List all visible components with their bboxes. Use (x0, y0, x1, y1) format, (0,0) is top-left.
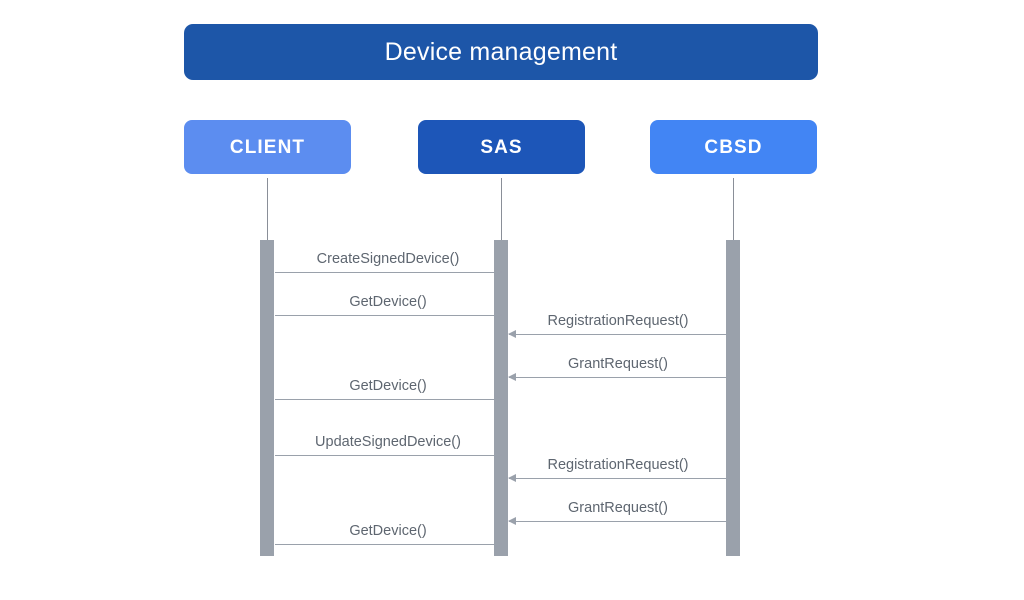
message-label-3: RegistrationRequest() (547, 312, 689, 329)
arrowhead-right-icon-1 (494, 268, 502, 276)
arrowhead-left-icon-8 (508, 517, 516, 525)
message-label-5: GetDevice() (349, 377, 427, 394)
arrowhead-left-icon-7 (508, 474, 516, 482)
arrowhead-right-icon-2 (494, 311, 502, 319)
activation-bar-cbsd (726, 240, 740, 556)
message-line-6 (275, 455, 501, 456)
lifeline-client (267, 178, 268, 258)
lifeline-sas (501, 178, 502, 258)
message-label-2: GetDevice() (349, 293, 427, 310)
message-line-1 (275, 272, 501, 273)
message-line-9 (275, 544, 501, 545)
arrowhead-right-icon-5 (494, 395, 502, 403)
participant-box-sas[interactable]: SAS (418, 120, 585, 174)
participant-box-cbsd[interactable]: CBSD (650, 120, 817, 174)
arrowhead-left-icon-4 (508, 373, 516, 381)
message-line-5 (275, 399, 501, 400)
message-label-6: UpdateSignedDevice() (315, 433, 461, 450)
lifeline-cbsd (733, 178, 734, 258)
page-title: Device management (384, 37, 618, 66)
diagram-title-banner: Device management (184, 24, 818, 80)
participant-box-client[interactable]: CLIENT (184, 120, 351, 174)
message-label-9: GetDevice() (349, 522, 427, 539)
activation-bar-client (260, 240, 274, 556)
message-line-4 (509, 377, 727, 378)
message-line-3 (509, 334, 727, 335)
message-label-4: GrantRequest() (568, 355, 668, 372)
message-line-8 (509, 521, 727, 522)
message-label-7: RegistrationRequest() (547, 456, 689, 473)
participant-label-client: CLIENT (229, 136, 306, 158)
message-label-8: GrantRequest() (568, 499, 668, 516)
participant-label-cbsd: CBSD (704, 136, 763, 158)
arrowhead-left-icon-3 (508, 330, 516, 338)
arrowhead-right-icon-9 (494, 540, 502, 548)
arrowhead-right-icon-6 (494, 451, 502, 459)
participant-label-sas: SAS (480, 136, 523, 158)
message-line-2 (275, 315, 501, 316)
message-line-7 (509, 478, 727, 479)
message-label-1: CreateSignedDevice() (316, 250, 460, 267)
